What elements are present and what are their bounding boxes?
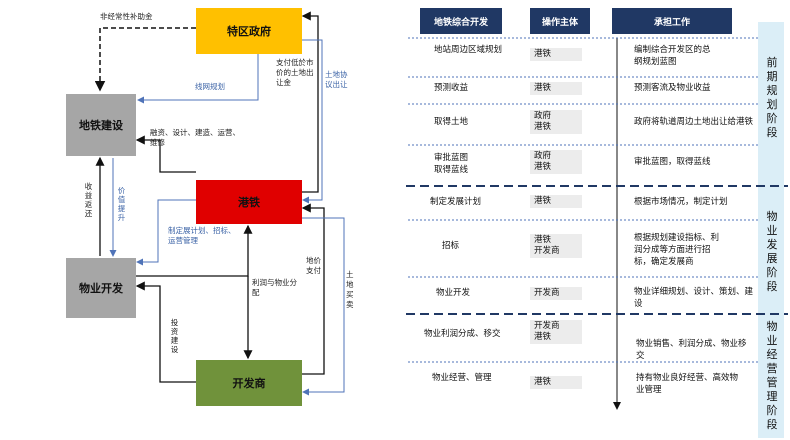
land-premium-arrow (301, 11, 319, 193)
label-value-increase: 价值提升 (117, 186, 126, 222)
label-land-payment: 地价支付 (306, 256, 321, 275)
subsidy-arrow (94, 27, 196, 92)
row-work: 政府将轨道周边土地出让给港铁 (634, 117, 754, 127)
label-financing: 融资、设计、建造、运营、维修 (150, 128, 240, 147)
row-task: 物业开发 (436, 288, 471, 298)
row-task: 预测收益 (434, 83, 469, 93)
node-developer: 开发商 (196, 360, 302, 406)
label-subsidy: 非经常性补助金 (100, 12, 153, 21)
label-plan-tender: 制定展计划、招标、运营管理 (168, 226, 236, 245)
header-integrated-dev: 地铁综合开发 (420, 8, 502, 34)
row-task: 制定发展计划 (430, 197, 482, 207)
table-lines (406, 37, 788, 410)
label-network-plan: 线网规划 (195, 82, 225, 91)
row-work: 物业详细规划、设计、策划、建设 (634, 287, 754, 309)
label-pay-land-premium: 支付低於市价的土地出让金 (276, 58, 314, 87)
row-work: 物业销售、利润分成、物业移交 (636, 339, 747, 361)
row-actor: 港铁 (530, 82, 582, 95)
label-land-agreement: 土地协议出让 (325, 70, 348, 89)
row-task: 物业利润分成、移交 (424, 329, 501, 339)
row-actor: 港铁 (530, 376, 582, 389)
land-agreement-arrow (302, 39, 323, 204)
gangtie-build-arrow (135, 135, 196, 173)
node-metro-build: 地铁建设 (66, 94, 136, 156)
invest-build-arrow (135, 281, 196, 383)
row-actor: 开发商 (530, 287, 582, 300)
node-property: 物业开发 (66, 258, 136, 318)
diagram-connectors (94, 11, 345, 396)
phase-property-development: 物业发展阶段 (766, 210, 778, 293)
row-actor: 开发商 港铁 (530, 320, 582, 344)
row-actor: 政府 港铁 (530, 110, 582, 134)
row-task: 地站周边区域规划 (434, 45, 503, 55)
label-profit-share: 利润与物业分配 (252, 278, 297, 297)
label-invest-build: 投资建设 (170, 318, 179, 354)
network-plan-arrow (137, 54, 259, 104)
row-task: 取得土地 (434, 117, 469, 127)
row-actor: 港铁 (530, 195, 582, 208)
land-sale-arrow (302, 217, 345, 396)
row-actor: 政府 港铁 (530, 150, 582, 174)
header-work: 承担工作 (612, 8, 732, 34)
row-work: 预测客流及物业收益 (634, 83, 711, 93)
row-work: 持有物业良好经营、高效物业管理 (636, 373, 739, 395)
land-payment-arrow (301, 203, 325, 375)
node-government: 特区政府 (196, 8, 302, 54)
phase-property-management: 物业经营管理阶段 (766, 320, 778, 431)
row-task: 招标 (442, 241, 460, 251)
row-work: 根据市场情况，制定计划 (634, 197, 728, 207)
row-actor: 港铁 开发商 (530, 234, 582, 258)
phase-early-planning: 前期规划阶段 (766, 56, 778, 139)
node-gangtie: 港铁 (196, 180, 302, 224)
label-land-sale: 土地买卖 (346, 270, 354, 309)
row-work: 根据规划建设指标、利润分成等方面进行招标，确定发展商 (634, 233, 720, 267)
row-work: 审批蓝图，取得蓝线 (634, 157, 711, 167)
label-revenue-return: 收益返还 (84, 182, 93, 218)
phase-bar (758, 22, 784, 438)
row-task: 审批蓝图 取得蓝线 (434, 153, 469, 175)
plan-tender-arrow (136, 199, 196, 266)
row-task: 物业经营、管理 (432, 373, 492, 383)
row-work: 编制综合开发区的总纲规划蓝图 (634, 45, 711, 67)
header-actor: 操作主体 (530, 8, 590, 34)
row-actor: 港铁 (530, 48, 582, 61)
